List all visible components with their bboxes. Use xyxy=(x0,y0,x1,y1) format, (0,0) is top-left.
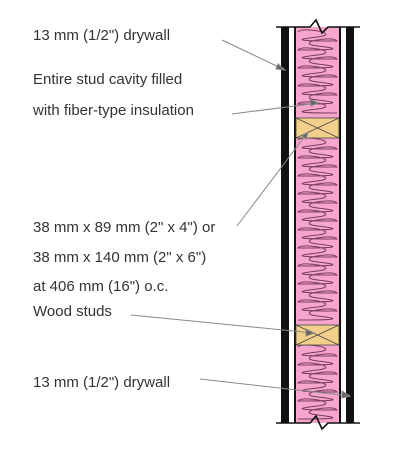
label-drywall-bottom: 13 mm (1/2") drywall xyxy=(33,374,171,391)
drywall-right-board xyxy=(346,27,354,423)
insulation-pattern xyxy=(297,29,338,420)
wood-stud-bottom xyxy=(295,324,340,346)
break-line-top xyxy=(276,18,360,35)
label-insulation-line1: Entire stud cavity filled xyxy=(33,71,183,88)
label-stud-size-line3: at 406 mm (16") o.c. xyxy=(33,278,169,295)
insulation-loop xyxy=(297,344,338,420)
leader-drywall-bottom xyxy=(199,378,351,397)
label-insulation-line2: with fiber-type insulation xyxy=(33,102,194,119)
drywall-right-inner-line xyxy=(339,27,341,423)
label-drywall-top: 13 mm (1/2") drywall xyxy=(33,27,171,44)
drywall-left-board xyxy=(281,27,289,423)
leader-stud-size xyxy=(236,131,309,227)
drywall-left-inner-line xyxy=(294,27,296,423)
label-stud-size-line2: 38 mm x 140 mm (2" x 6") xyxy=(33,249,207,266)
drywall-left-face xyxy=(289,27,294,423)
wood-stud-top xyxy=(295,117,340,139)
drywall-right-face xyxy=(341,27,346,423)
label-stud-size-line1: 38 mm x 89 mm (2" x 4") or xyxy=(33,219,216,236)
label-wood-studs: Wood studs xyxy=(33,303,112,320)
leader-insulation xyxy=(231,102,319,115)
leader-drywall-top xyxy=(221,39,286,71)
break-line-bottom xyxy=(276,414,360,431)
insulation-loop xyxy=(297,29,338,114)
leader-wood-studs xyxy=(130,314,315,334)
insulation-loop xyxy=(297,137,338,321)
